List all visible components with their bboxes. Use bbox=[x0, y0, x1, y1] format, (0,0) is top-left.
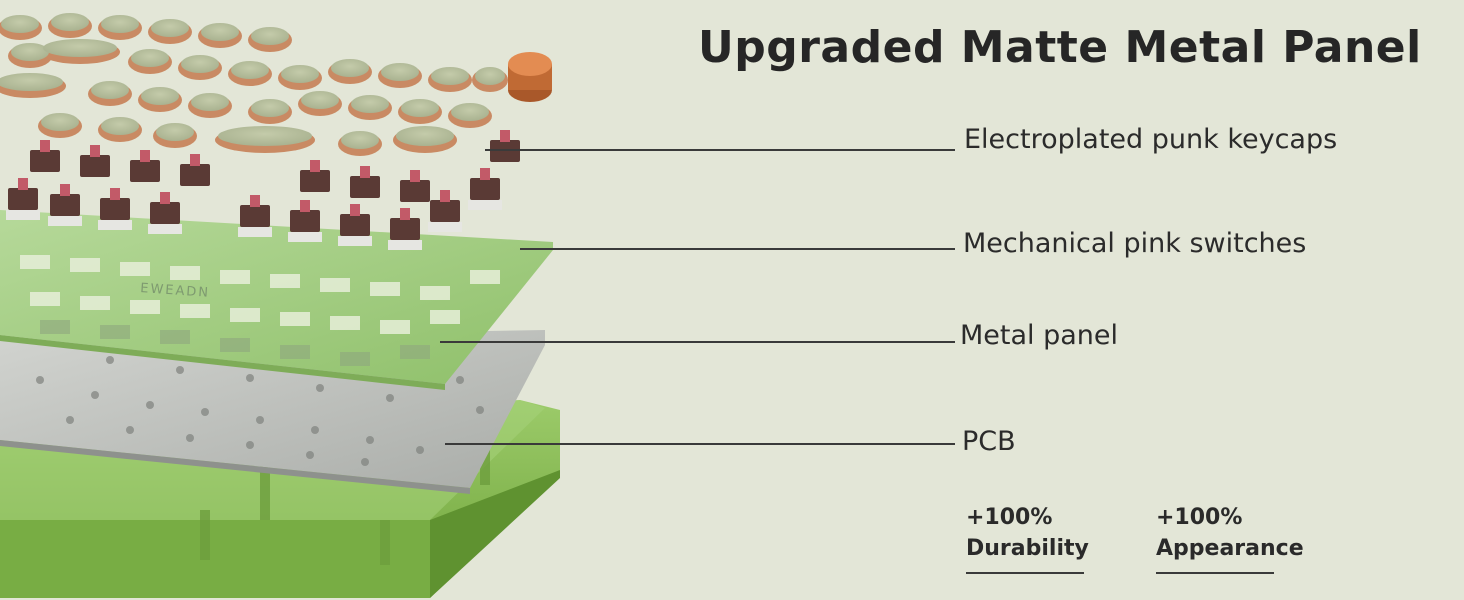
pcb-callout: PCB bbox=[962, 426, 1016, 457]
appearance-stat: +100% Appearance bbox=[1156, 502, 1304, 574]
switches-callout: Mechanical pink switches bbox=[963, 228, 1307, 259]
appearance-value: +100% bbox=[1156, 505, 1243, 530]
durability-label: Durability bbox=[966, 536, 1089, 561]
keycaps-leader-line bbox=[485, 149, 955, 151]
metal-panel-leader-line bbox=[440, 341, 955, 343]
switches-leader-line bbox=[520, 248, 955, 250]
pcb-leader-line bbox=[445, 443, 955, 445]
plate-logo: EWEADN bbox=[140, 281, 211, 301]
keycaps-callout: Electroplated punk keycaps bbox=[964, 124, 1338, 155]
volume-knob bbox=[508, 52, 552, 102]
banner-title: Upgraded Matte Metal Panel bbox=[698, 22, 1422, 73]
appearance-label: Appearance bbox=[1156, 536, 1304, 561]
punk-keycaps-layer bbox=[0, 13, 508, 156]
durability-stat: +100% Durability bbox=[966, 502, 1089, 574]
metal-panel-callout: Metal panel bbox=[960, 320, 1119, 351]
appearance-underline bbox=[1156, 572, 1274, 574]
durability-underline bbox=[966, 572, 1084, 574]
mechanical-switches-layer bbox=[6, 130, 520, 250]
metal-plate-layer bbox=[0, 210, 553, 390]
exploded-keyboard-illustration: EWEADN bbox=[0, 13, 560, 598]
durability-value: +100% bbox=[966, 505, 1053, 530]
